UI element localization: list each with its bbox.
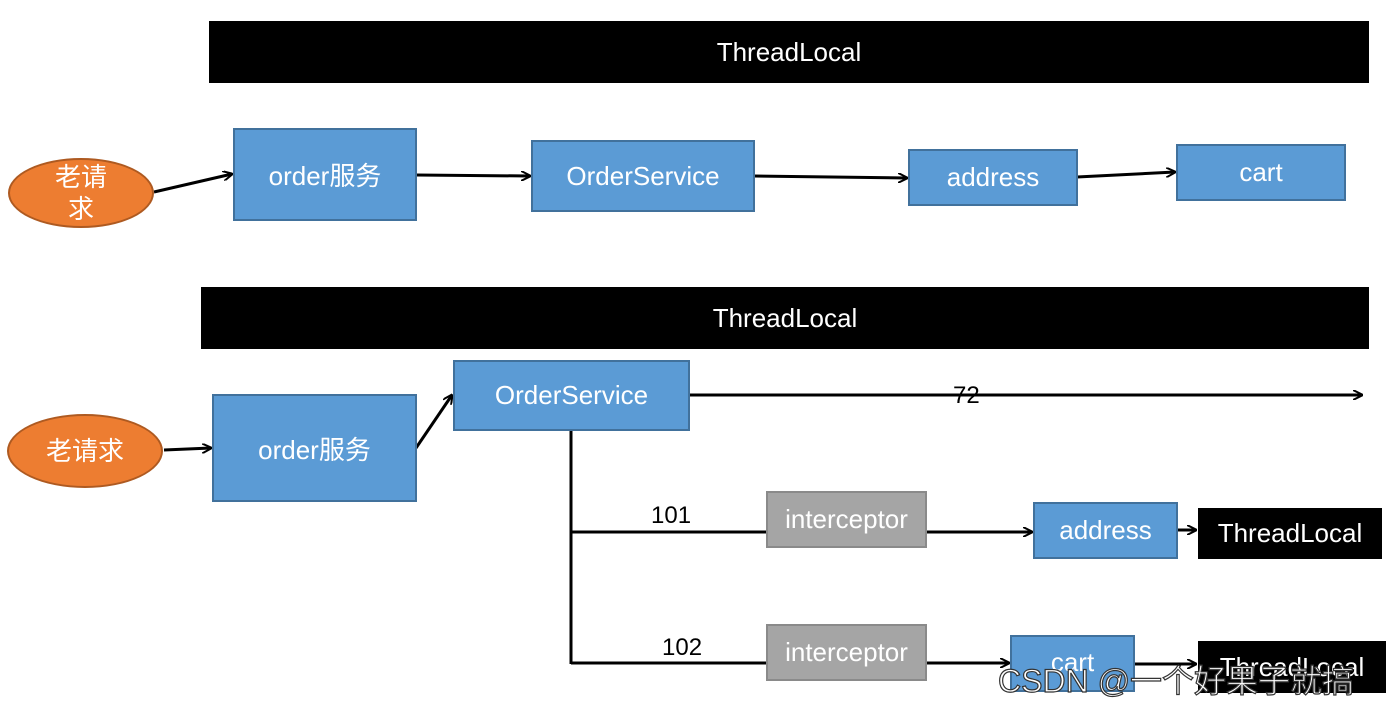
arrow-orderservice-to-address-top [753,176,907,178]
cart-node-top: cart [1176,144,1346,201]
order-service-cn-node-top: order服务 [233,128,417,221]
old-request-node-top: 老请 求 [8,158,154,228]
orderservice-node-bottom: OrderService [453,360,690,431]
arrow-order-to-orderservice-bottom [414,395,452,449]
threadlocal-box-address: ThreadLocal [1198,508,1382,559]
order-service-cn-node-bottom: order服务 [212,394,417,502]
threadlocal-bar-bottom: ThreadLocal [201,287,1369,349]
csdn-watermark: CSDN @一个好果子就搞 [997,662,1355,699]
threadlocal-bar-top: ThreadLocal [209,21,1369,83]
arrow-request-to-order-top [153,174,232,194]
arrow-address-to-cart-top [1076,172,1175,179]
address-node-top: address [908,149,1078,206]
cart-node-bottom: cart [1010,635,1135,692]
arrow-order-to-orderservice-top [415,175,530,176]
branch1-label: 101 [651,502,692,529]
old-request-node-bottom: 老请求 [7,414,163,488]
branch2-label: 102 [662,634,703,661]
interceptor-node-1: interceptor [766,491,927,548]
interceptor-node-2: interceptor [766,624,927,681]
address-node-bottom: address [1033,502,1178,559]
branch-main-label: 72 [953,382,980,409]
arrow-request-to-order-bottom [163,448,211,450]
threadlocal-box-cart: ThreadLocal [1198,641,1386,693]
orderservice-node-top: OrderService [531,140,755,212]
